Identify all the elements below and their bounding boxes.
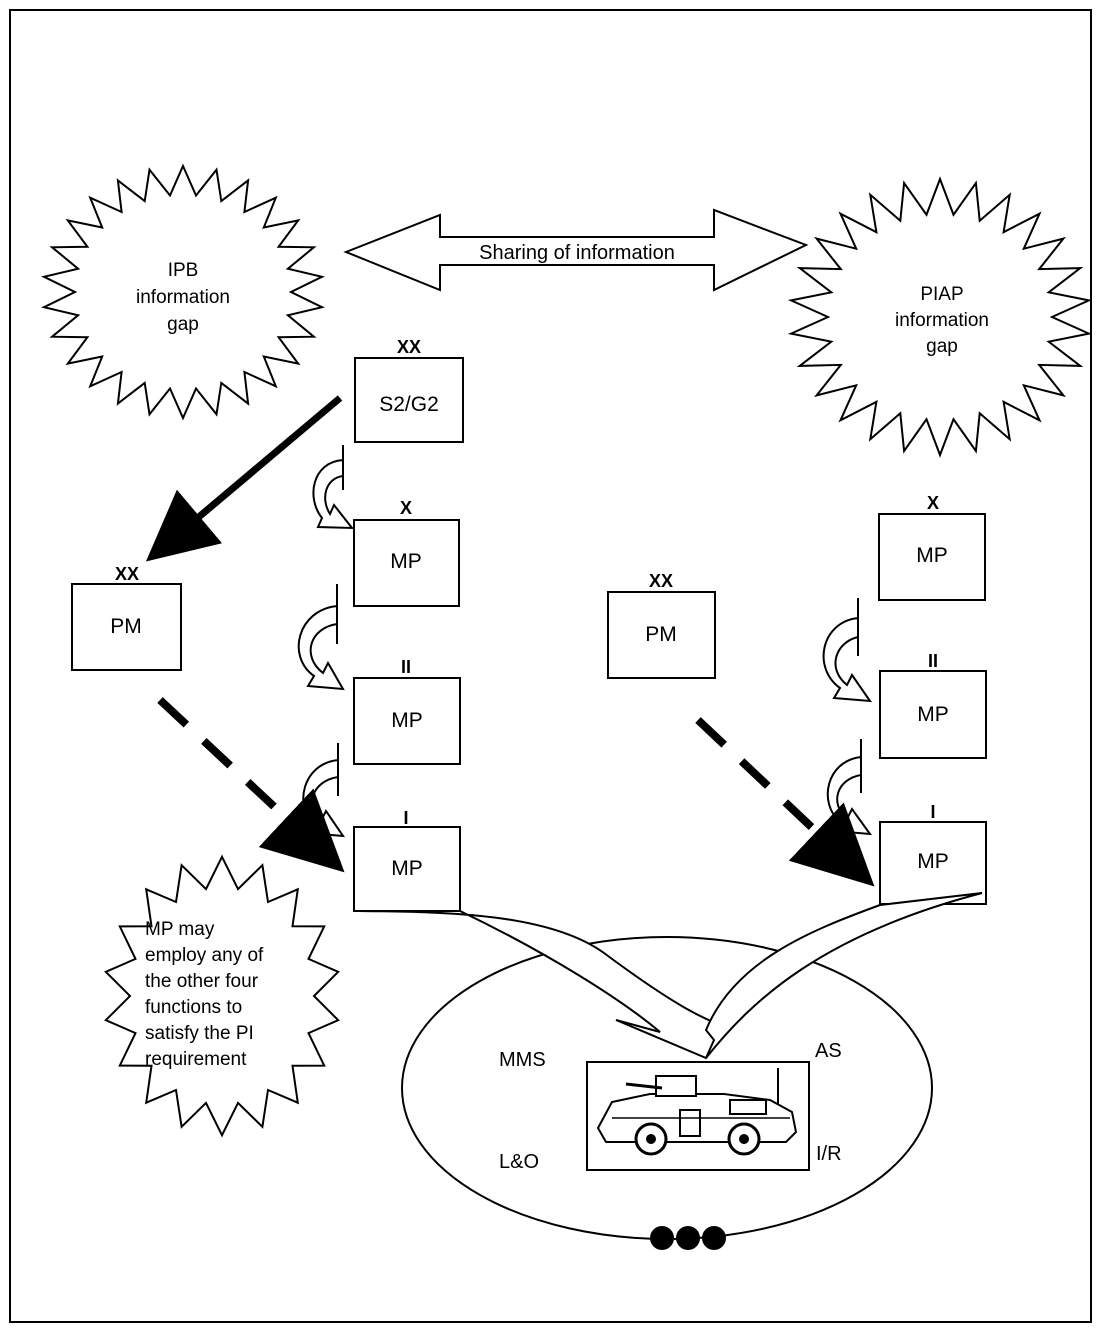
- right-mp-ii-node: II MP: [879, 651, 987, 759]
- left-pm-node: XX PM: [71, 564, 182, 671]
- echelon-mark: II: [928, 651, 938, 671]
- left-mp-ii-node: II MP: [353, 657, 461, 765]
- function-as: AS: [815, 1040, 842, 1062]
- right-pm-node: XX PM: [607, 571, 716, 679]
- merge-arrow-right: [704, 892, 983, 1059]
- merge-arrow-left: [357, 910, 726, 1060]
- echelon-mark: X: [400, 498, 412, 518]
- node-label: MP: [390, 550, 422, 573]
- curved-arrow-icon: [312, 445, 355, 530]
- dashed-arrow: [695, 717, 875, 887]
- sharing-arrow: Sharing of information: [343, 208, 809, 292]
- page-frame: [9, 9, 1092, 1323]
- piap-burst-line: PIAP: [920, 284, 963, 305]
- function-lo: L&O: [499, 1151, 539, 1173]
- callout-line: MP may: [145, 919, 215, 940]
- function-ir: I/R: [816, 1143, 842, 1165]
- callout-line: employ any of: [145, 945, 264, 966]
- callout-line: the other four: [145, 971, 259, 992]
- ipb-burst: IPB information gap: [41, 163, 325, 421]
- ipb-burst-line: information: [136, 287, 230, 308]
- dashed-arrow: [157, 697, 345, 873]
- piap-burst: PIAP information gap: [787, 176, 1093, 458]
- curved-arrow-icon: [822, 598, 873, 703]
- tasking-arrow: [145, 395, 343, 562]
- callout-burst: MP may employ any of the other four func…: [104, 854, 340, 1138]
- three-dots-icon: [650, 1226, 726, 1250]
- node-label: S2/G2: [379, 393, 439, 416]
- callout-line: functions to: [145, 997, 242, 1018]
- node-label: PM: [645, 623, 677, 646]
- sharing-label: Sharing of information: [479, 242, 675, 264]
- echelon-mark: XX: [649, 571, 673, 591]
- echelon-mark: II: [401, 657, 411, 677]
- echelon-mark: I: [930, 802, 935, 822]
- right-mp-x-node: X MP: [878, 493, 986, 601]
- node-label: PM: [110, 615, 142, 638]
- piap-burst-line: gap: [926, 336, 958, 357]
- function-mms: MMS: [499, 1049, 546, 1071]
- piap-burst-line: information: [895, 310, 989, 331]
- node-label: MP: [917, 703, 949, 726]
- right-mp-i-node: I MP: [879, 802, 987, 905]
- ipb-burst-line: gap: [167, 314, 199, 335]
- armored-vehicle-icon: [586, 1061, 810, 1171]
- s2g2-node: XX S2/G2: [354, 337, 464, 443]
- node-label: MP: [391, 857, 423, 880]
- node-label: MP: [391, 709, 423, 732]
- curved-arrow-icon: [297, 584, 345, 691]
- echelon-mark: I: [403, 808, 408, 828]
- callout-line: satisfy the PI: [145, 1023, 254, 1044]
- node-label: MP: [917, 850, 949, 873]
- echelon-mark: XX: [397, 337, 421, 357]
- callout-line: requirement: [145, 1049, 247, 1070]
- echelon-mark: X: [927, 493, 939, 513]
- curved-arrow-icon: [826, 739, 873, 836]
- node-label: MP: [916, 544, 948, 567]
- echelon-mark: XX: [115, 564, 139, 584]
- left-mp-i-node: I MP: [353, 808, 461, 912]
- left-mp-x-node: X MP: [353, 498, 460, 607]
- curved-arrow-icon: [302, 743, 346, 838]
- ipb-burst-line: IPB: [168, 260, 199, 281]
